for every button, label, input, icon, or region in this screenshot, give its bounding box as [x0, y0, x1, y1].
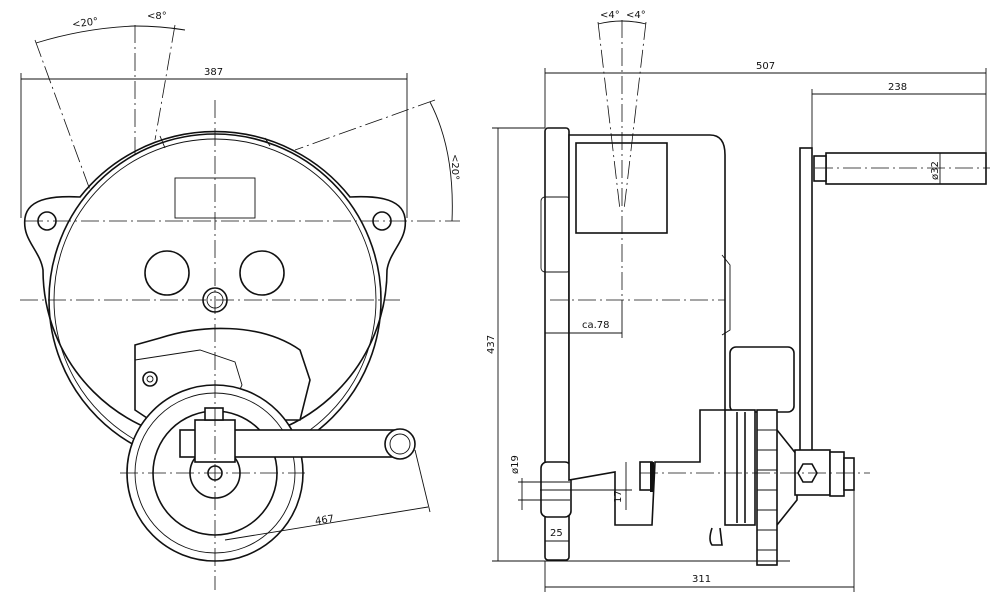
- pulley-rings: [724, 409, 756, 526]
- angle-arc-top: [134, 25, 186, 31]
- crank-bar: [799, 147, 813, 459]
- angle-label-left: <20°: [72, 16, 99, 31]
- dim-ca78-label: ca.78: [582, 320, 610, 331]
- clamp-bolt: [204, 407, 224, 421]
- dim-437-label: 437: [486, 335, 497, 354]
- handle-collar: [813, 155, 827, 182]
- dim-467-ext: [414, 449, 431, 513]
- gear-teeth: [757, 429, 777, 551]
- lever-pivot-inner: [146, 375, 154, 383]
- angle-arc-left: [35, 25, 136, 44]
- dim-387-label: 387: [204, 67, 223, 78]
- angle-line-a: [597, 21, 621, 211]
- housing-side-bump: [721, 254, 731, 336]
- dim-238-label: 238: [888, 82, 907, 93]
- fitting-thread: [829, 451, 845, 497]
- port-left: [144, 250, 190, 296]
- crank-handle-end: [384, 428, 416, 460]
- shaft-collar: [650, 462, 654, 492]
- angle-line-top: [154, 24, 176, 141]
- angle-line-b: [623, 21, 647, 211]
- dim-467-line: [224, 506, 429, 541]
- side-angle-label-right: <4°: [626, 10, 646, 21]
- dim-311-label: 311: [692, 574, 711, 585]
- dim-17-label: 17: [613, 490, 624, 503]
- crank-handle-end-inner: [389, 433, 411, 455]
- gear-wheel: [756, 409, 778, 566]
- port-right: [239, 250, 285, 296]
- angle-arc-right: [429, 101, 453, 222]
- top-slot: [159, 135, 271, 149]
- angle-arc-side: [597, 20, 647, 25]
- housing-window: [575, 142, 668, 234]
- angle-label-top: <8°: [147, 11, 167, 22]
- front-view: <20° <8° <20° 387 467: [20, 11, 460, 590]
- dim-25-label: 25: [550, 528, 563, 539]
- angle-label-right: <20°: [449, 154, 460, 180]
- housing-flange-outline: [23, 130, 407, 443]
- side-angle-label-left: <4°: [600, 10, 620, 21]
- dim-467-label: 467: [314, 514, 335, 528]
- lever-pivot: [142, 371, 158, 387]
- dim-19-label: ø19: [510, 455, 521, 474]
- gearbox-cover: [729, 346, 795, 413]
- dim-32-label: ø32: [930, 161, 941, 180]
- release-lever: [709, 527, 723, 546]
- gear-hub: [776, 429, 798, 526]
- dim-507-label: 507: [756, 61, 775, 72]
- crank-handle: [825, 152, 987, 185]
- angle-line-left: [34, 39, 91, 191]
- side-view: <4° <4° 507 238 ø32 437 ca.78 ø19 17 25 …: [486, 10, 990, 592]
- plate-boss-bottom: [540, 461, 572, 518]
- angle-line-right: [294, 99, 436, 151]
- fitting-tip: [843, 457, 855, 491]
- fitting-body: [794, 449, 831, 496]
